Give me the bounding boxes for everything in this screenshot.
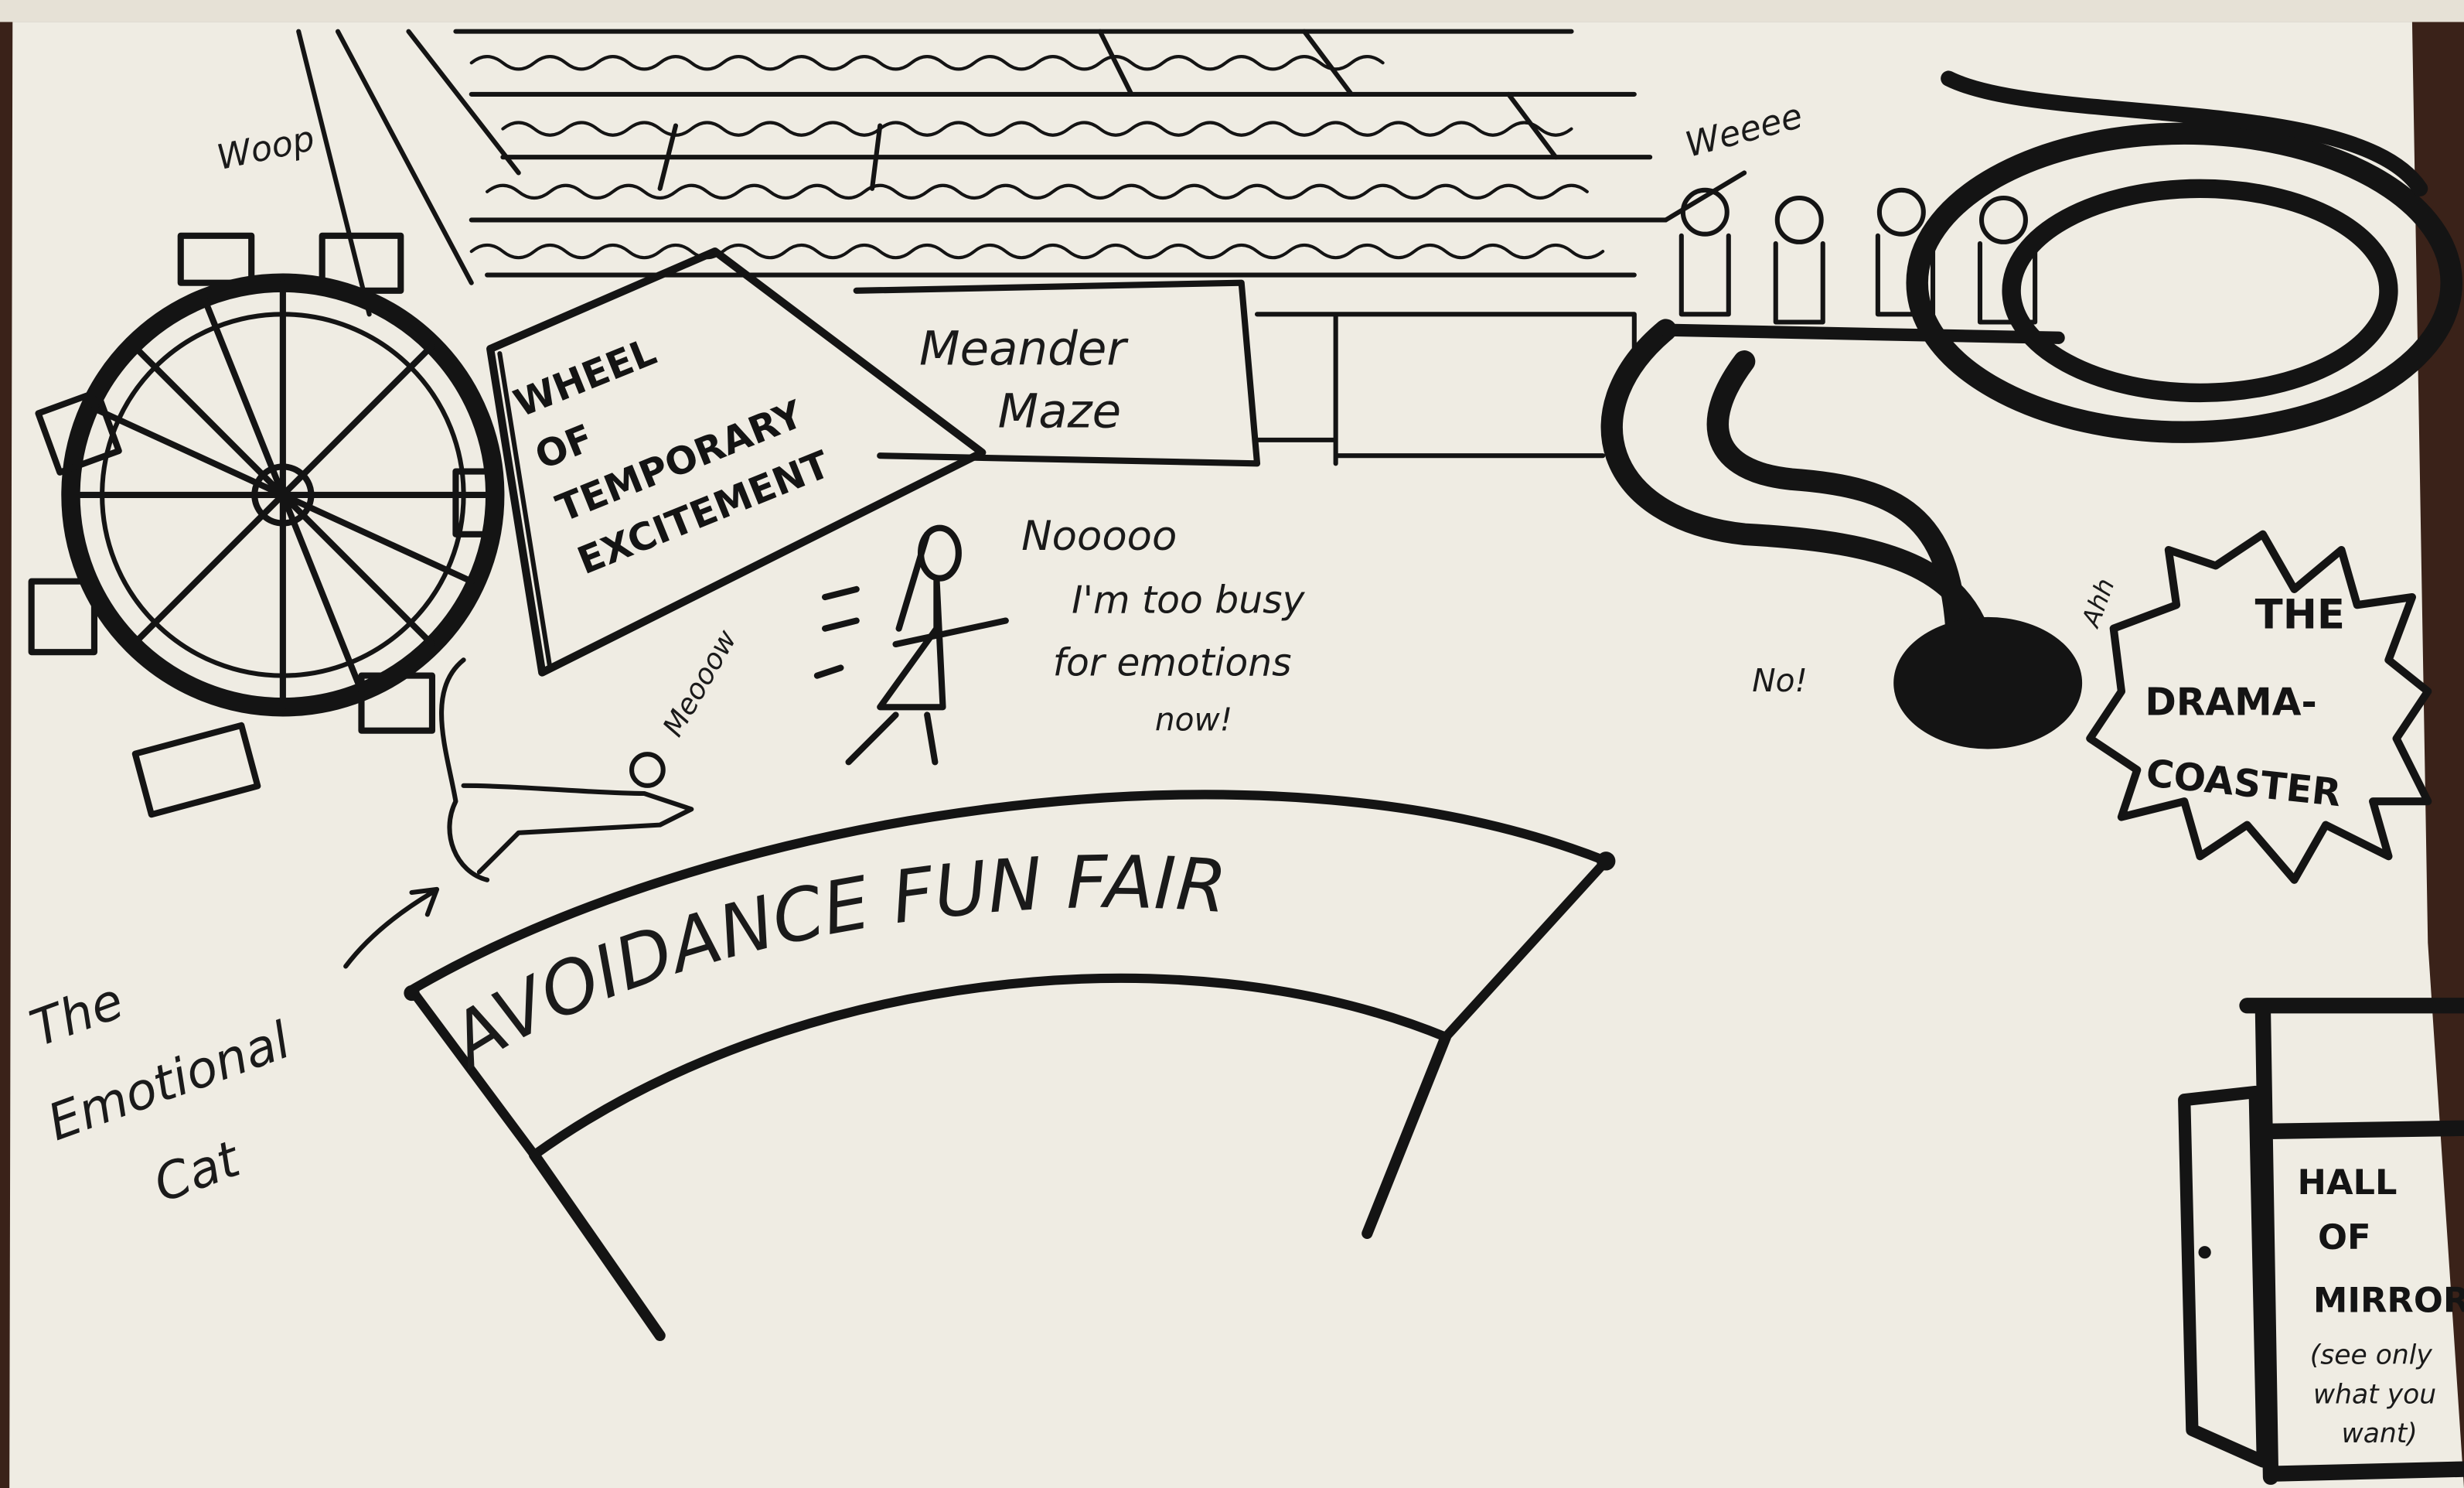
coaster-riders-illustration: [1659, 170, 2065, 344]
hall-label-line3: MIRROR: [2313, 1280, 2464, 1320]
runner-speech-line3: for emotions: [1053, 641, 1292, 685]
coaster-label-line2: DRAMA-: [2145, 680, 2316, 724]
maze-label-line2: Maze: [998, 384, 1121, 439]
emotional-cat-illustration: [439, 657, 694, 882]
maze-walls-illustration: [296, 29, 1668, 466]
hall-label-line1: HALL: [2298, 1162, 2398, 1203]
drama-coaster-sign: THE DRAMA- COASTER: [2086, 530, 2432, 884]
caption-arrow-icon: [343, 886, 440, 969]
ferris-wheel-illustration: [28, 232, 505, 818]
paper-sheet: [9, 22, 2464, 1488]
coaster-no-label: No!: [1752, 662, 1808, 699]
runner-speech-line2: I'm too busy: [1072, 578, 1305, 622]
meander-maze-sign: Meander Maze: [853, 279, 1261, 467]
hall-label-line2: OF: [2318, 1217, 2371, 1258]
maze-label-line1: Meander: [919, 321, 1129, 376]
running-person-illustration: [813, 524, 1009, 766]
runner-speech: Nooooo I'm too busy for emotions now!: [1021, 513, 1305, 739]
runner-speech-line1: Nooooo: [1021, 513, 1177, 560]
runner-speech-line4: now!: [1155, 701, 1232, 739]
coaster-label-line1: THE: [2255, 592, 2345, 639]
drama-coaster-track-illustration: [1600, 70, 2462, 749]
hall-label-line6: want): [2341, 1418, 2417, 1449]
hall-of-mirrors: HALL OF MIRROR (see only what you want): [2178, 998, 2464, 1485]
hall-label-line4: (see only: [2310, 1340, 2433, 1371]
hall-label-line5: what you: [2313, 1379, 2436, 1410]
paper-top-edge: [0, 0, 2464, 22]
